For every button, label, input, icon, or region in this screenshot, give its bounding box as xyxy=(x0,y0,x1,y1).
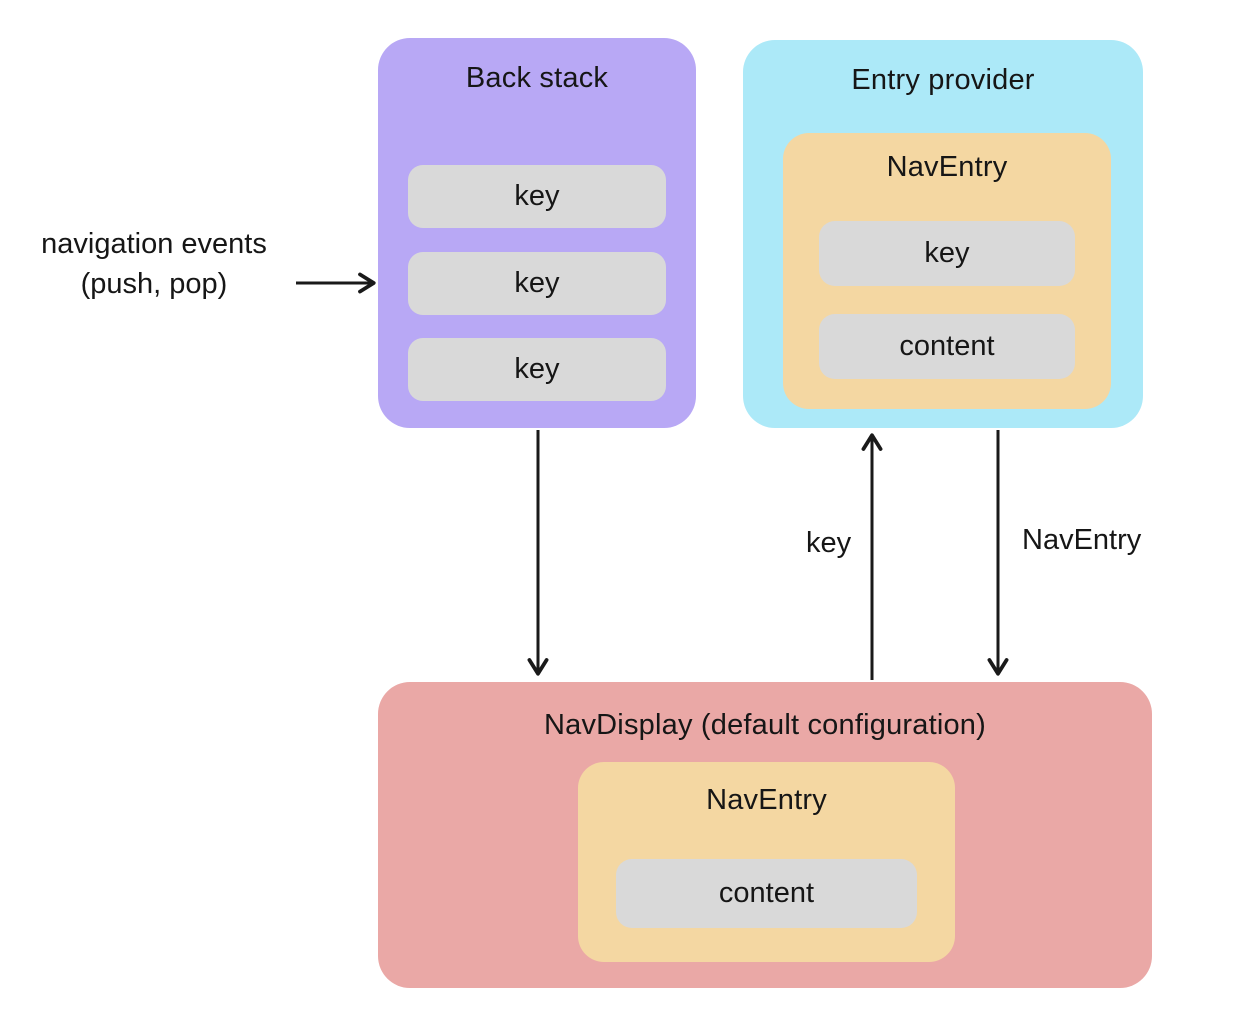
entry-provider-title: Entry provider xyxy=(851,64,1035,96)
back-stack-key-item: key xyxy=(408,338,666,401)
entry-provider-naventry-key: key xyxy=(819,221,1075,286)
nav-display-naventry-content: content xyxy=(616,859,917,928)
nav-display-node: NavDisplay (default configuration) NavEn… xyxy=(378,682,1152,988)
entry-provider-naventry-title: NavEntry xyxy=(886,151,1008,183)
entry-provider-node: Entry provider NavEntry key content xyxy=(743,40,1143,428)
entry-provider-naventry-content: content xyxy=(819,314,1075,379)
nav-display-naventry-title: NavEntry xyxy=(706,784,827,816)
entry-provider-naventry-node: NavEntry key content xyxy=(783,133,1111,409)
arrow-label-naventry: NavEntry xyxy=(1022,524,1142,556)
navigation-events-label: navigation events (push, pop) xyxy=(8,224,300,304)
back-stack-key-item: key xyxy=(408,165,666,228)
back-stack-key-item: key xyxy=(408,252,666,315)
nav-display-naventry-node: NavEntry content xyxy=(578,762,955,962)
nav-display-title: NavDisplay (default configuration) xyxy=(543,709,986,741)
navigation-events-label-line2: (push, pop) xyxy=(80,268,228,300)
navigation-events-label-line1: navigation events xyxy=(41,228,267,260)
back-stack-title: Back stack xyxy=(465,62,609,94)
back-stack-node: Back stack key key key xyxy=(378,38,696,428)
arrow-label-key: key xyxy=(806,527,852,559)
